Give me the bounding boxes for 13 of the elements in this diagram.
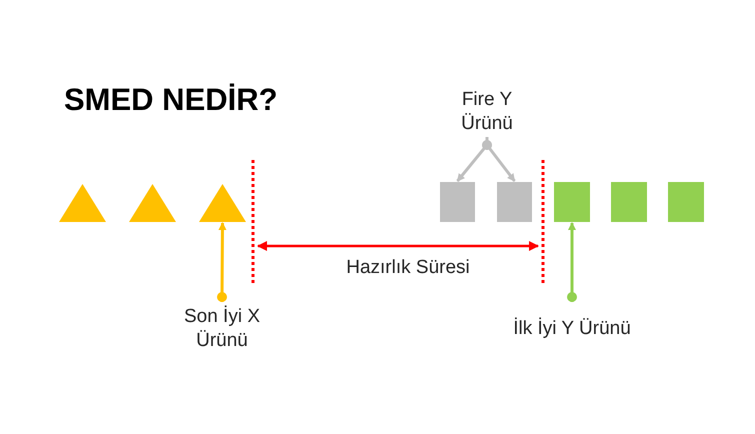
title: SMED NEDİR?	[64, 84, 278, 115]
square-block	[554, 182, 590, 222]
square-block	[497, 182, 532, 222]
callout-label: İlk İyi Y Ürünü	[513, 317, 631, 341]
square-block	[440, 182, 475, 222]
callout-label: Son İyi X Ürünü	[182, 305, 262, 353]
square-block	[611, 182, 647, 222]
callout-label: Fire Y Ürünü	[460, 88, 514, 136]
triangle-shape	[129, 184, 176, 222]
dimension-label: Hazırlık Süresi	[345, 256, 471, 280]
square-block	[668, 182, 704, 222]
triangle-shape	[199, 184, 246, 222]
triangle-shape	[59, 184, 106, 222]
